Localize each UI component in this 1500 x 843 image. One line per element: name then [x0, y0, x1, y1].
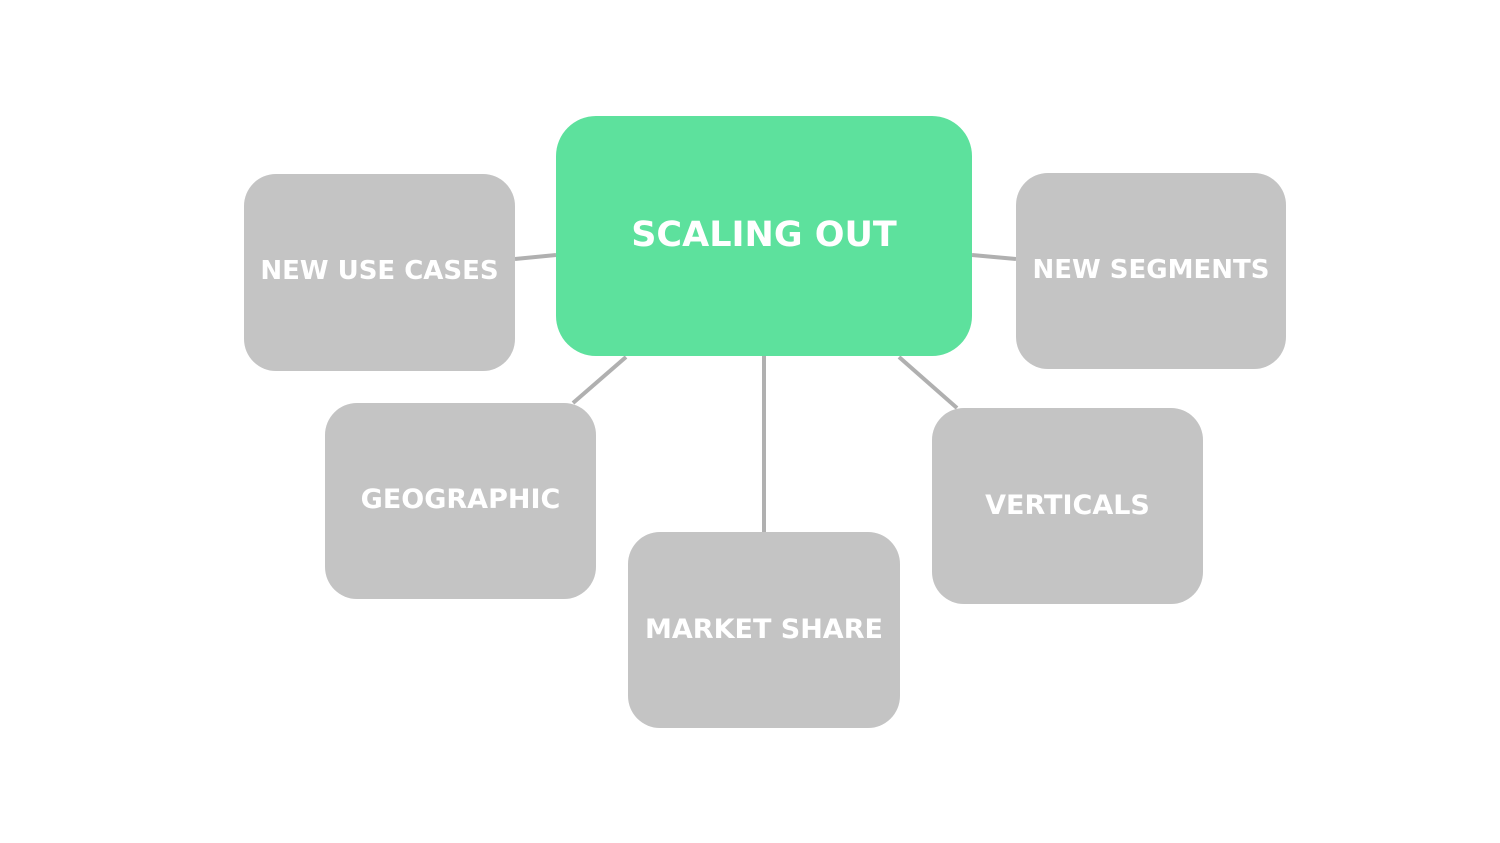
- node-label: MARKET SHARE: [645, 614, 883, 645]
- center-node: SCALING OUT: [556, 116, 972, 356]
- node-label: NEW SEGMENTS: [1032, 255, 1270, 285]
- center-node-label: SCALING OUT: [631, 215, 897, 255]
- node-verticals: VERTICALS: [932, 408, 1203, 604]
- node-label: NEW USE CASES: [260, 256, 499, 286]
- node-label: GEOGRAPHIC: [360, 484, 561, 515]
- node-new-segments: NEW SEGMENTS: [1016, 173, 1286, 369]
- node-label: VERTICALS: [985, 490, 1150, 521]
- connector-new-segments: [971, 253, 1017, 261]
- node-geographic: GEOGRAPHIC: [325, 403, 596, 599]
- connector-verticals: [897, 355, 959, 410]
- node-new-use-cases: NEW USE CASES: [244, 174, 515, 371]
- connector-geographic: [571, 355, 628, 405]
- connector-new-use-cases: [514, 253, 557, 261]
- node-market-share: MARKET SHARE: [628, 532, 900, 728]
